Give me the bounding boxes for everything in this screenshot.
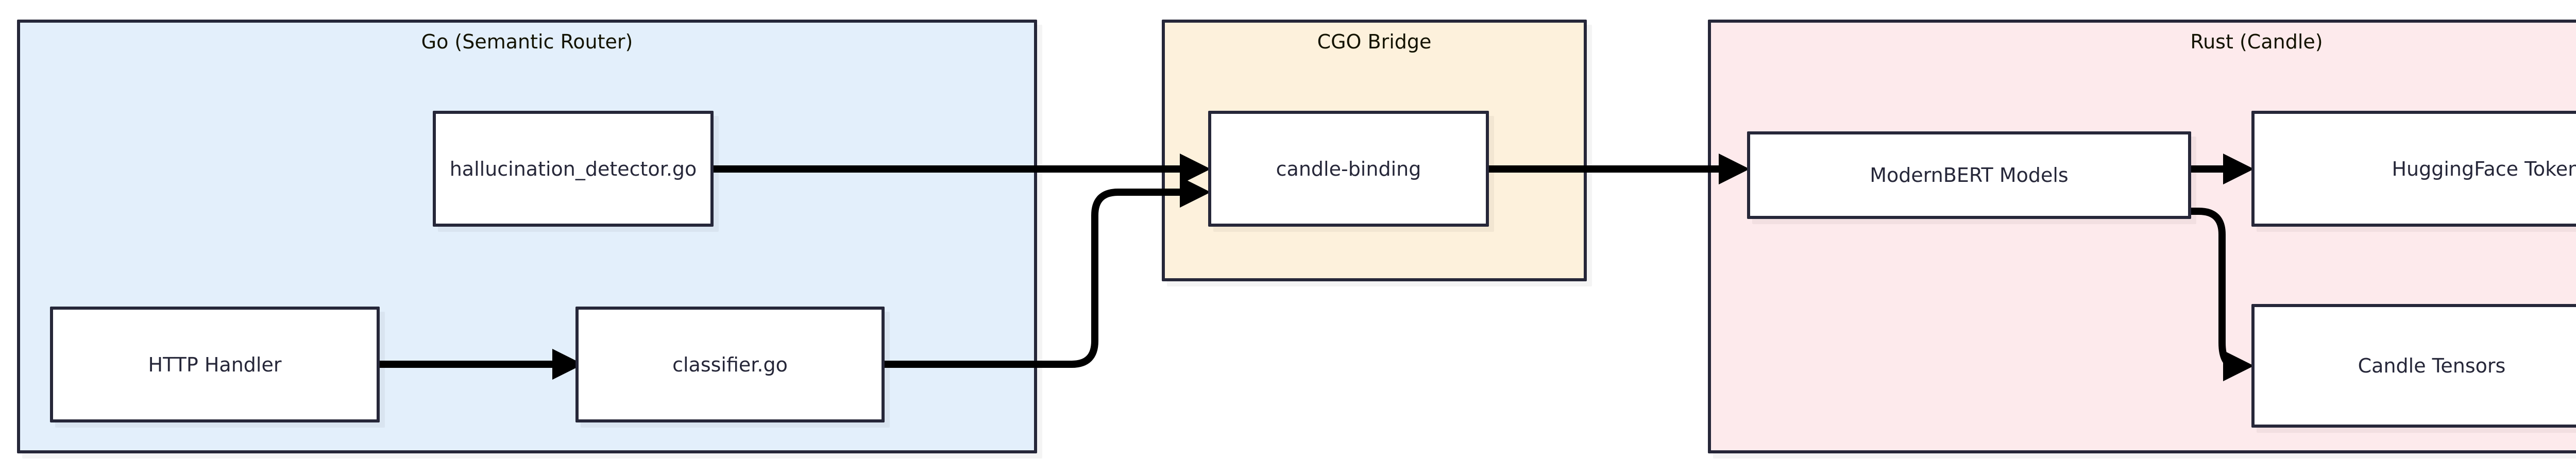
- node-hallucination-detector-go[interactable]: hallucination_detector.go: [433, 111, 714, 227]
- node-modernbert-models[interactable]: ModernBERT Models: [1747, 131, 2191, 219]
- cluster-go-title: Go (Semantic Router): [421, 30, 633, 53]
- cluster-rust-title: Rust (Candle): [2190, 30, 2323, 53]
- node-huggingface-tokenizers[interactable]: HuggingFace Tokenizers: [2251, 111, 2576, 227]
- node-candle-tensors[interactable]: Candle Tensors: [2251, 304, 2576, 428]
- node-http-handler[interactable]: HTTP Handler: [50, 307, 380, 422]
- node-classifier-go[interactable]: classifier.go: [575, 307, 885, 422]
- node-candle-binding[interactable]: candle-binding: [1208, 111, 1489, 227]
- cluster-cgo-title: CGO Bridge: [1317, 30, 1432, 53]
- node-candle-binding-label: candle-binding: [1276, 157, 1421, 180]
- node-huggingface-tokenizers-label: HuggingFace Tokenizers: [2392, 157, 2576, 180]
- node-http-handler-label: HTTP Handler: [148, 353, 282, 376]
- node-modernbert-models-label: ModernBERT Models: [1870, 164, 2069, 187]
- node-hallucination-detector-go-label: hallucination_detector.go: [449, 157, 697, 180]
- node-candle-tensors-label: Candle Tensors: [2358, 354, 2506, 377]
- node-classifier-go-label: classifier.go: [672, 353, 788, 376]
